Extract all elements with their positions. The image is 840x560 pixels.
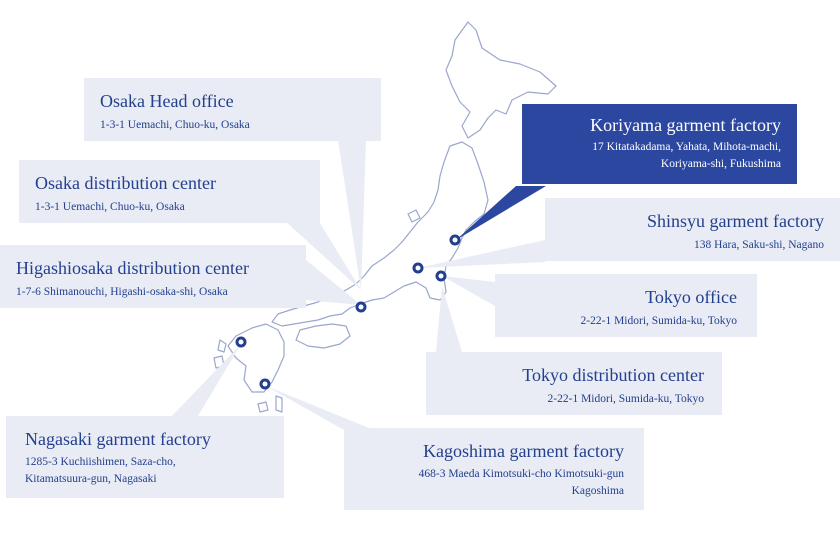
pointer-nagasaki	[172, 344, 241, 416]
marker-shinsyu[interactable]	[412, 262, 424, 274]
sado-island	[407, 209, 421, 223]
location-box-tokyo-office: Tokyo office 2-22-1 Midori, Sumida-ku, T…	[495, 274, 757, 337]
location-name: Higashiosaka distribution center	[16, 258, 249, 278]
marker-osaka[interactable]	[355, 301, 367, 313]
marker-koriyama[interactable]	[449, 234, 461, 246]
location-address-line-1: 1285-3 Kuchiishimen, Saza-cho,	[25, 456, 176, 468]
location-box-koriyama-garment-factory: Koriyama garment factory 17 Kitatakadama…	[522, 104, 797, 184]
location-box-higashiosaka-distribution-center: Higashiosaka distribution center 1-7-6 S…	[0, 245, 306, 308]
location-address: 1-3-1 Uemachi, Chuo-ku, Osaka	[100, 119, 250, 131]
tanegashima-island	[275, 395, 283, 413]
location-address: 1-7-6 Shimanouchi, Higashi-osaka-shi, Os…	[16, 286, 228, 298]
pointer-koriyama	[456, 186, 546, 240]
marker-kagoshima[interactable]	[259, 378, 271, 390]
pointer-shinsyu	[418, 240, 545, 268]
location-box-osaka-head-office: Osaka Head office 1-3-1 Uemachi, Chuo-ku…	[84, 78, 381, 141]
location-address: 1-3-1 Uemachi, Chuo-ku, Osaka	[35, 201, 185, 213]
tsushima-island	[217, 339, 227, 353]
kyushu-outline	[227, 323, 285, 393]
pointer-kagoshima	[266, 386, 374, 430]
location-box-shinsyu-garment-factory: Shinsyu garment factory 138 Hara, Saku-s…	[545, 198, 840, 261]
location-address-line-1: 468-3 Maeda Kimotsuki-cho Kimotsuki-gun	[418, 468, 624, 480]
pointer-osaka-head-office	[338, 140, 366, 290]
shikoku-outline	[295, 323, 351, 349]
hokkaido-outline	[445, 21, 557, 139]
marker-tokyo[interactable]	[435, 270, 447, 282]
location-box-tokyo-distribution-center: Tokyo distribution center 2-22-1 Midori,…	[426, 352, 722, 415]
location-name: Osaka distribution center	[35, 173, 216, 193]
location-name: Shinsyu garment factory	[647, 211, 824, 231]
location-box-kagoshima-garment-factory: Kagoshima garment factory 468-3 Maeda Ki…	[344, 428, 644, 510]
location-name: Tokyo distribution center	[522, 365, 704, 385]
location-name: Kagoshima garment factory	[423, 441, 624, 461]
yakushima-island	[257, 401, 269, 413]
pointer-osaka-distribution	[284, 220, 361, 290]
location-address: 2-22-1 Midori, Sumida-ku, Tokyo	[547, 393, 704, 405]
location-name: Osaka Head office	[100, 91, 234, 111]
location-address-line-1: 17 Kitatakadama, Yahata, Mihota-machi,	[592, 141, 781, 153]
pointer-tokyo-office	[442, 276, 495, 306]
location-box-nagasaki-garment-factory: Nagasaki garment factory 1285-3 Kuchiish…	[6, 416, 284, 498]
location-box-osaka-distribution-center: Osaka distribution center 1-3-1 Uemachi,…	[19, 160, 320, 223]
location-address: 138 Hara, Saku-shi, Nagano	[694, 239, 824, 251]
location-address-line-2: Kagoshima	[571, 485, 624, 497]
location-address: 2-22-1 Midori, Sumida-ku, Tokyo	[580, 315, 737, 327]
location-name: Nagasaki garment factory	[25, 429, 211, 449]
marker-nagasaki[interactable]	[235, 336, 247, 348]
location-address-line-2: Kitamatsuura-gun, Nagasaki	[25, 473, 157, 485]
pointer-tokyo-distribution	[436, 286, 462, 352]
location-address-line-2: Koriyama-shi, Fukushima	[660, 158, 781, 170]
location-name: Tokyo office	[645, 287, 737, 307]
pointer-higashiosaka-distribution	[306, 260, 361, 305]
location-name: Koriyama garment factory	[590, 115, 781, 135]
